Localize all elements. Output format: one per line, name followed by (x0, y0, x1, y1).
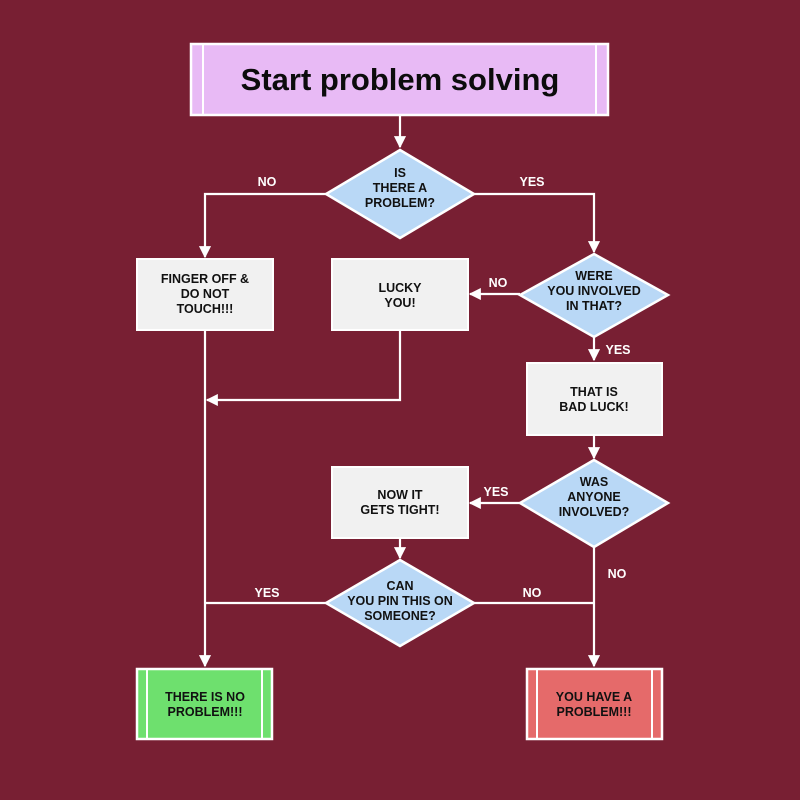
process-lucky-you: LUCKY YOU! (331, 258, 469, 331)
process-bad-luck-line-2: BAD LUCK! (559, 400, 628, 414)
terminal-have-problem-line-2: PROBLEM!!! (557, 705, 632, 719)
terminal-have-problem-line-1: YOU HAVE A (556, 690, 632, 704)
decision-were-involved-line-3: IN THAT? (566, 299, 622, 313)
edge-label-were-involved-yes: YES (605, 343, 630, 357)
edge-is-problem-yes (474, 192, 601, 254)
decision-were-involved-line-1: WERE (575, 269, 613, 283)
terminal-no-problem-line-1: THERE IS NO (165, 690, 245, 704)
decision-anyone-involved-line-1: WAS (580, 475, 608, 489)
process-finger-off-line-1: FINGER OFF & (161, 272, 249, 286)
decision-were-involved: WERE YOU INVOLVED IN THAT? (517, 252, 671, 339)
edge-is-problem-no (198, 192, 326, 259)
decision-pin-on-line-2: YOU PIN THIS ON (347, 594, 453, 608)
decision-pin-on-line-3: SOMEONE? (364, 609, 436, 623)
decision-is-problem: IS THERE A PROBLEM? (323, 148, 477, 240)
start-node-label: Start problem solving (241, 62, 560, 97)
edge-label-anyone-yes: YES (483, 485, 508, 499)
edge-label-is-problem-yes: YES (519, 175, 544, 189)
edge-label-were-involved-no: NO (489, 276, 508, 290)
decision-is-problem-line-1: IS (394, 166, 406, 180)
start-node: Start problem solving (189, 42, 610, 117)
decision-is-problem-line-2: THERE A (373, 181, 427, 195)
process-bad-luck-line-1: THAT IS (570, 385, 618, 399)
process-bad-luck: THAT IS BAD LUCK! (526, 362, 663, 436)
process-finger-off: FINGER OFF & DO NOT TOUCH!!! (136, 258, 274, 331)
connectors (198, 115, 601, 668)
edge-lucky-you-join (205, 330, 402, 407)
terminal-no-problem: THERE IS NO PROBLEM!!! (135, 667, 274, 741)
process-gets-tight: NOW IT GETS TIGHT! (331, 466, 469, 539)
decision-is-problem-line-3: PROBLEM? (365, 196, 435, 210)
process-gets-tight-line-2: GETS TIGHT! (360, 503, 439, 517)
process-lucky-you-line-1: LUCKY (378, 281, 422, 295)
edge-label-pin-no: NO (523, 586, 542, 600)
decision-anyone-involved: WAS ANYONE INVOLVED? (517, 458, 671, 549)
decision-pin-on-line-1: CAN (386, 579, 413, 593)
decision-anyone-involved-line-3: INVOLVED? (559, 505, 630, 519)
decision-anyone-involved-line-2: ANYONE (567, 490, 620, 504)
terminal-have-problem: YOU HAVE A PROBLEM!!! (525, 667, 664, 741)
decision-were-involved-line-2: YOU INVOLVED (547, 284, 641, 298)
edge-label-pin-yes: YES (254, 586, 279, 600)
edge-labels: NO YES NO YES YES NO YES NO (254, 175, 630, 600)
process-finger-off-line-3: TOUCH!!! (177, 302, 234, 316)
edge-label-is-problem-no: NO (258, 175, 277, 189)
process-gets-tight-line-1: NOW IT (377, 488, 422, 502)
process-lucky-you-line-2: YOU! (384, 296, 415, 310)
terminal-no-problem-line-2: PROBLEM!!! (168, 705, 243, 719)
decision-pin-on: CAN YOU PIN THIS ON SOMEONE? (323, 558, 477, 648)
process-finger-off-line-2: DO NOT (181, 287, 230, 301)
edge-label-anyone-no: NO (608, 567, 627, 581)
